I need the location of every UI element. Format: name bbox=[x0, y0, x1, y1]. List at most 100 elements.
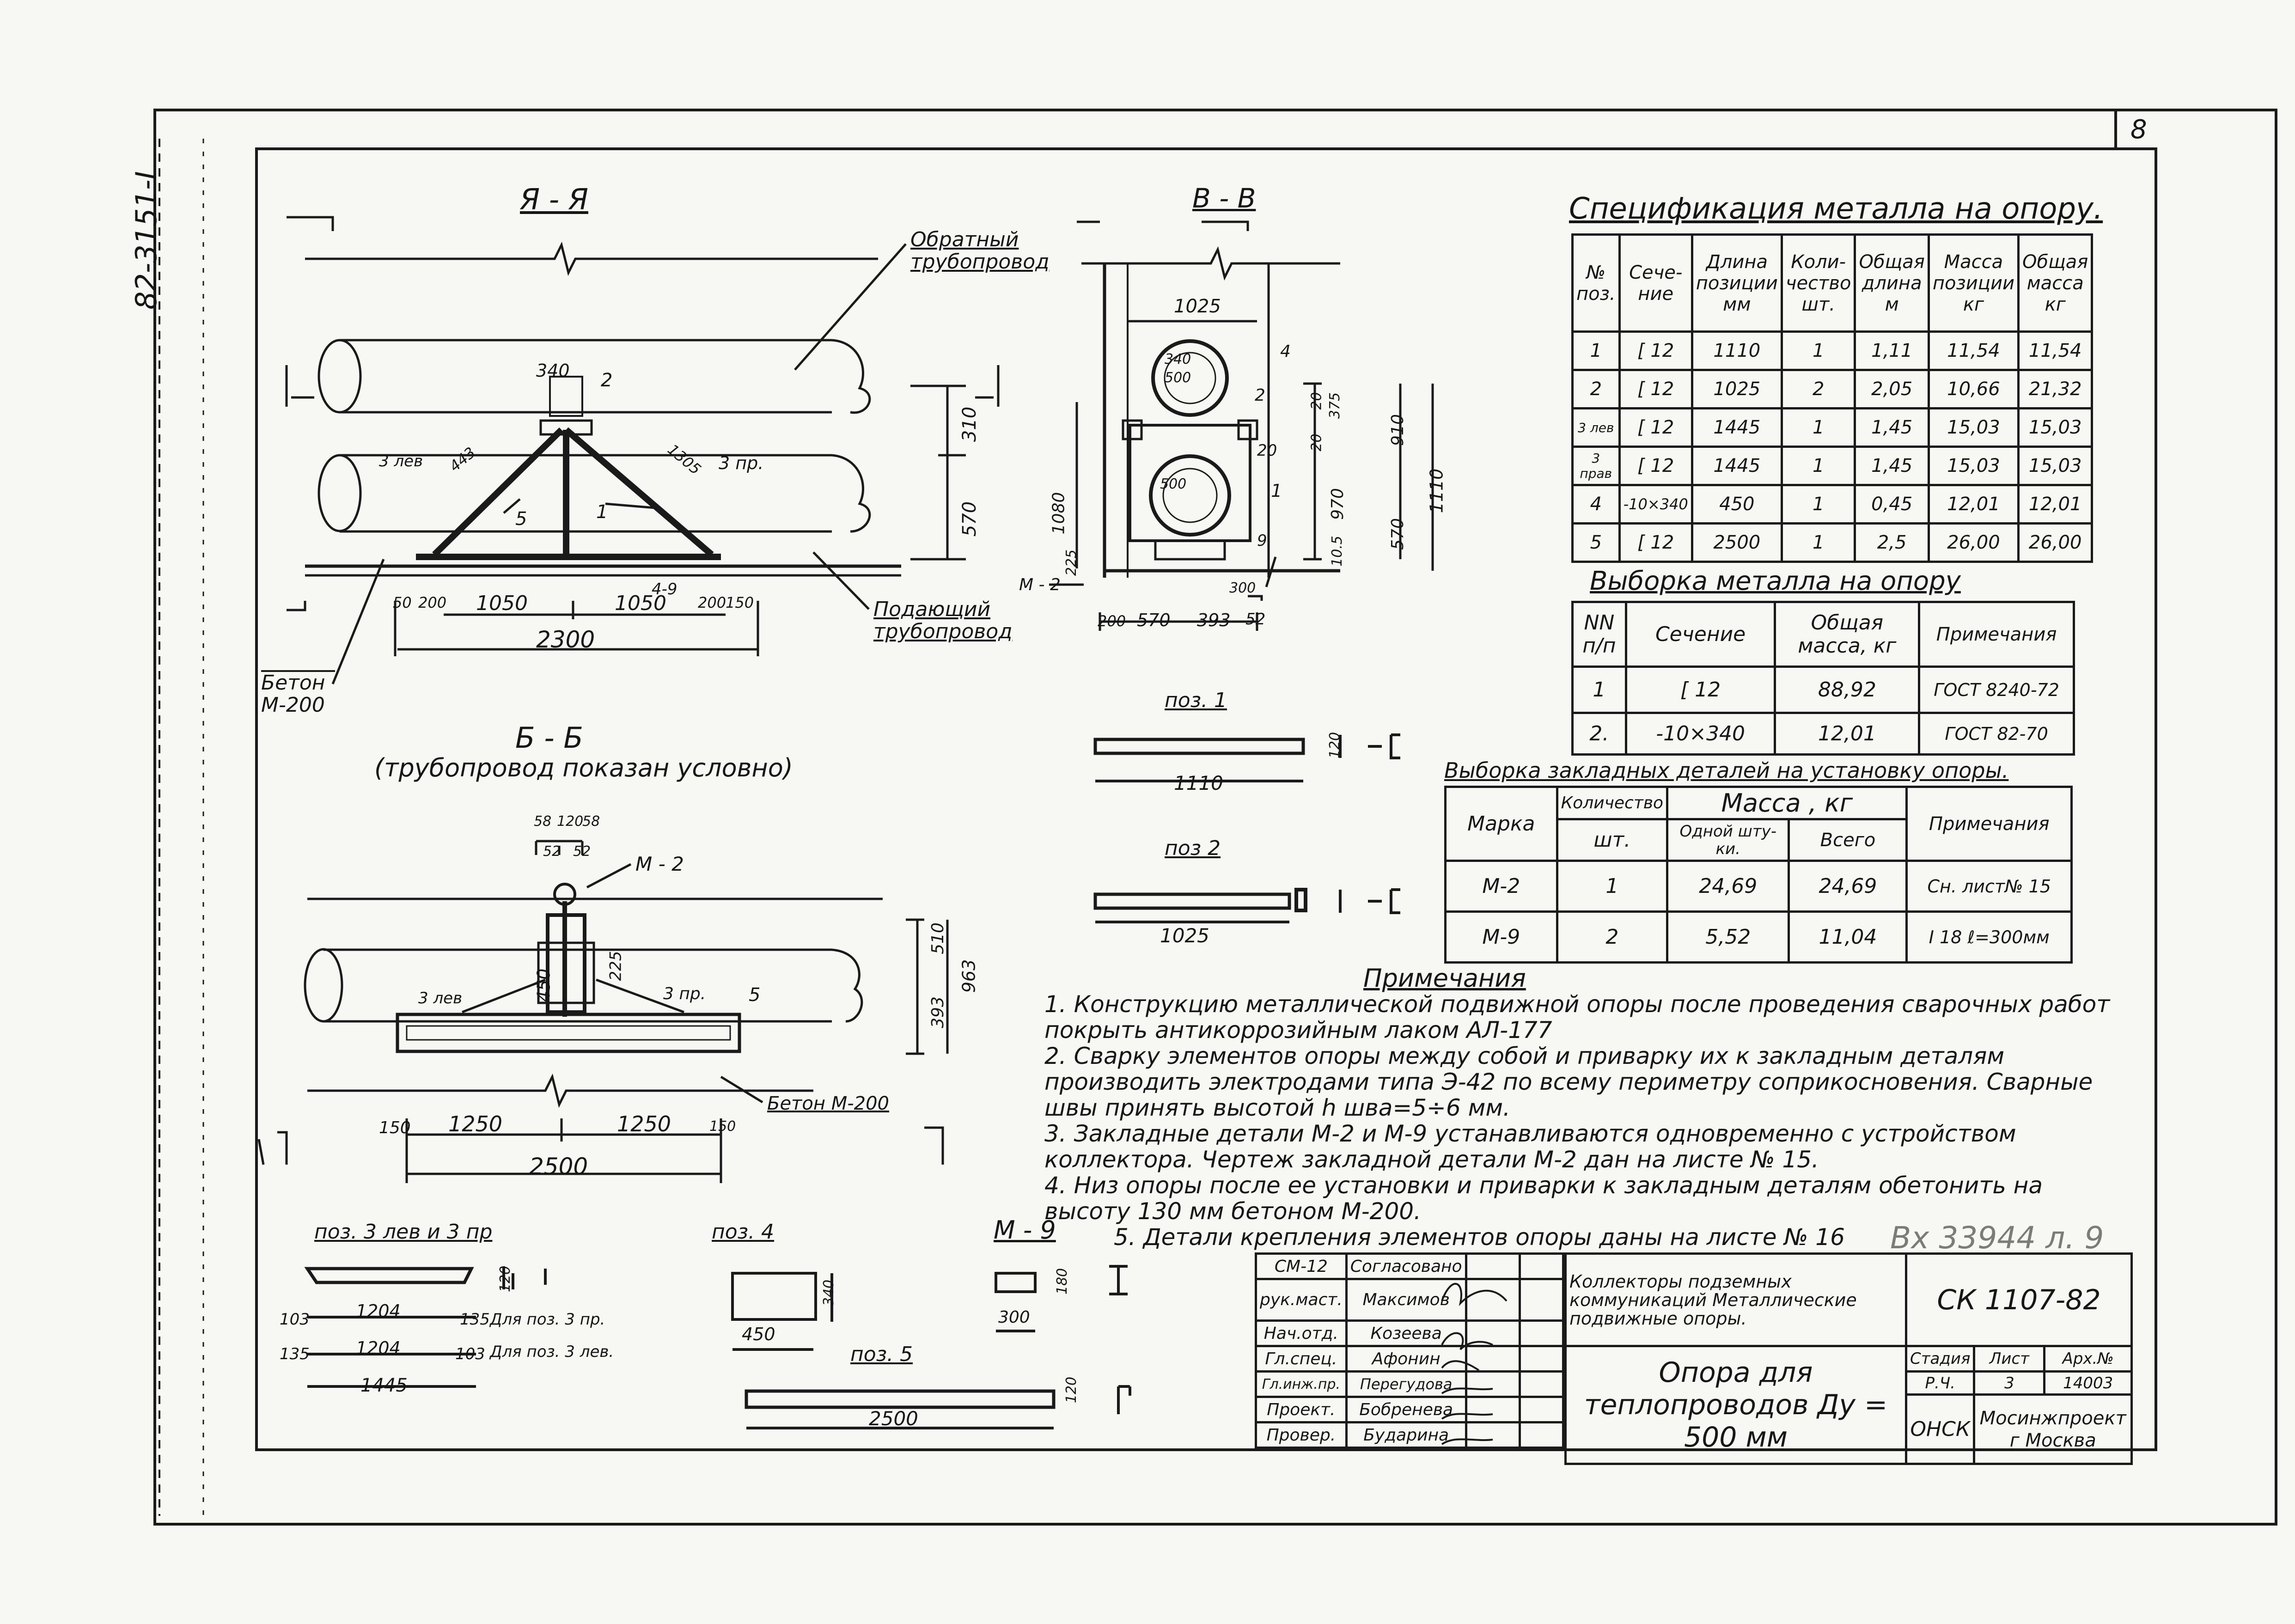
embedded-cell: М-9 bbox=[1444, 910, 1558, 964]
spec-h6: Общая масса кг bbox=[2017, 233, 2094, 333]
vyborka-cell: 1 bbox=[1571, 665, 1627, 714]
tb-cell: Провер. bbox=[1255, 1421, 1348, 1449]
dim-aa-200b: 200 bbox=[698, 594, 726, 611]
part3-r1a: 103 bbox=[280, 1310, 310, 1329]
tb-cell: Гл.инж.пр. bbox=[1255, 1370, 1348, 1398]
dim-vv-200: 200 bbox=[1098, 612, 1126, 630]
dim-bb-225: 225 bbox=[606, 951, 625, 981]
archive-stamp: Вх 33944 л. 9 bbox=[1890, 1220, 2104, 1256]
view-vv-title: В - В bbox=[1192, 183, 1256, 214]
spec-cell: 12,01 bbox=[1927, 484, 2020, 525]
dim-bb-510: 510 bbox=[928, 922, 947, 954]
embedded-cell: 2 bbox=[1556, 910, 1669, 964]
vyborka-cell: 2. bbox=[1571, 712, 1627, 756]
spec-cell: 1,45 bbox=[1854, 407, 1930, 448]
vyborka-cell: 88,92 bbox=[1774, 665, 1921, 714]
spec-cell: 2,5 bbox=[1854, 522, 1930, 563]
dim-aa-2300: 2300 bbox=[536, 626, 595, 653]
dim-aa-1: 1 bbox=[596, 501, 608, 523]
dim-vv-393: 393 bbox=[1197, 610, 1231, 630]
dim-bb-2500: 2500 bbox=[529, 1153, 588, 1180]
spec-table: № поз. Сече-ние Длина позиции мм Коли-че… bbox=[1571, 233, 2094, 563]
note-item: 4. Низ опоры после ее установки и привар… bbox=[1044, 1172, 2043, 1225]
dim-vv-9: 9 bbox=[1257, 531, 1267, 550]
part3-label: поз. 3 лев и 3 пр bbox=[314, 1220, 493, 1244]
part2-len: 1025 bbox=[1160, 924, 1209, 947]
note-item: 2. Сварку элементов опоры между собой и … bbox=[1044, 1043, 2093, 1121]
notes-list: 1. Конструкцию металлической подвижной о… bbox=[1044, 991, 2126, 1250]
tb-cell bbox=[1519, 1252, 1564, 1280]
part3-h: 120 bbox=[497, 1265, 514, 1293]
part-details-drawing bbox=[304, 733, 1400, 1429]
spec-cell: 26,00 bbox=[2017, 522, 2094, 563]
spec-cell: 0,45 bbox=[1854, 484, 1930, 525]
dim-bb-58b: 58 bbox=[582, 813, 600, 830]
spec-cell: 1110 bbox=[1691, 330, 1783, 371]
m9-h: 180 bbox=[1054, 1268, 1071, 1295]
note-item: 1. Конструкцию металлической подвижной о… bbox=[1044, 991, 2110, 1044]
dim-vv-970: 970 bbox=[1328, 488, 1347, 520]
dim-vv-2: 2 bbox=[1255, 386, 1265, 405]
spec-cell: [ 12 bbox=[1618, 446, 1693, 486]
spec-h3: Коли-чество шт. bbox=[1780, 233, 1856, 333]
embedded-cell: 1 bbox=[1556, 860, 1669, 913]
dim-bb-450: 450 bbox=[533, 968, 554, 1002]
vyborka-cell: ГОСТ 82-70 bbox=[1918, 712, 2075, 756]
dim-vv-1025: 1025 bbox=[1174, 296, 1221, 317]
spec-cell: 1025 bbox=[1691, 369, 1783, 409]
view-bb-note: (трубопровод показан условно) bbox=[374, 753, 793, 782]
tb-sheet: 3 bbox=[1973, 1370, 2046, 1396]
dim-bb-1250b: 1250 bbox=[617, 1111, 671, 1136]
dim-vv-1110: 1110 bbox=[1426, 468, 1447, 513]
spec-cell: 2 bbox=[1571, 369, 1621, 409]
part3-r2d: Для поз. 3 лев. bbox=[490, 1343, 614, 1361]
concrete-label: Бетон М-200 bbox=[261, 670, 335, 716]
part4-label: поз. 4 bbox=[712, 1220, 775, 1244]
dim-vv-4: 4 bbox=[1280, 342, 1291, 361]
spec-cell: 1,11 bbox=[1854, 330, 1930, 371]
part3-r2c: 103 bbox=[455, 1345, 485, 1363]
spec-cell: 15,03 bbox=[1927, 446, 2020, 486]
vyborka-table: NN п/п Сечение Общая масса, кг Примечани… bbox=[1571, 601, 2075, 756]
embedded-cell: Сн. лист№ 15 bbox=[1905, 860, 2073, 913]
part3-r1b: 1204 bbox=[356, 1301, 401, 1321]
dim-aa-5: 5 bbox=[515, 508, 527, 530]
spec-cell: 3 прав bbox=[1571, 446, 1621, 486]
tb-cell: Перегудова bbox=[1345, 1370, 1467, 1398]
tb-cell: Согласовано bbox=[1345, 1252, 1467, 1280]
part5-label: поз. 5 bbox=[850, 1343, 913, 1366]
tb-cell: Гл.спец. bbox=[1255, 1345, 1348, 1373]
notes-title: Примечания bbox=[1363, 964, 1526, 993]
dim-bb-120: 120 bbox=[557, 813, 584, 830]
tb-cell: Бобренева bbox=[1345, 1396, 1467, 1423]
dim-bb-3pr: 3 пр. bbox=[663, 984, 706, 1003]
embedded-table: Марка Количество Масса , кг Примечания ш… bbox=[1444, 786, 2073, 964]
dim-bb-5: 5 bbox=[749, 984, 761, 1006]
dim-vv-m2: М - 2 bbox=[1019, 575, 1061, 594]
return-pipe-label: Обратный трубопровод bbox=[910, 228, 1050, 274]
tb-name: Опора для теплопроводов Ду = 500 мм bbox=[1564, 1345, 1907, 1465]
spec-cell: [ 12 bbox=[1618, 330, 1693, 371]
vyborka-cell: -10×340 bbox=[1624, 712, 1776, 756]
sheet-number: 8 bbox=[2130, 115, 2147, 145]
dim-bb-150b: 150 bbox=[709, 1118, 736, 1135]
spec-cell: 11,54 bbox=[1927, 330, 2020, 371]
part3-r1d: Для поз. 3 пр. bbox=[490, 1310, 605, 1329]
spec-cell: -10×340 bbox=[1618, 484, 1693, 525]
tb-h-stage: Стадия bbox=[1904, 1345, 1976, 1373]
spec-cell: 1 bbox=[1780, 484, 1856, 525]
spec-cell: 1 bbox=[1780, 407, 1856, 448]
tb-stage: Р.Ч. bbox=[1904, 1370, 1976, 1396]
dim-aa-310: 310 bbox=[959, 406, 981, 442]
spec-cell: [ 12 bbox=[1618, 522, 1693, 563]
supply-pipe-label: Подающий трубопровод bbox=[873, 598, 1013, 643]
spec-cell: 15,03 bbox=[2017, 446, 2094, 486]
spec-cell: 2,05 bbox=[1854, 369, 1930, 409]
spec-cell: 450 bbox=[1691, 484, 1783, 525]
tb-h-arch: Арх.№ bbox=[2043, 1345, 2133, 1373]
